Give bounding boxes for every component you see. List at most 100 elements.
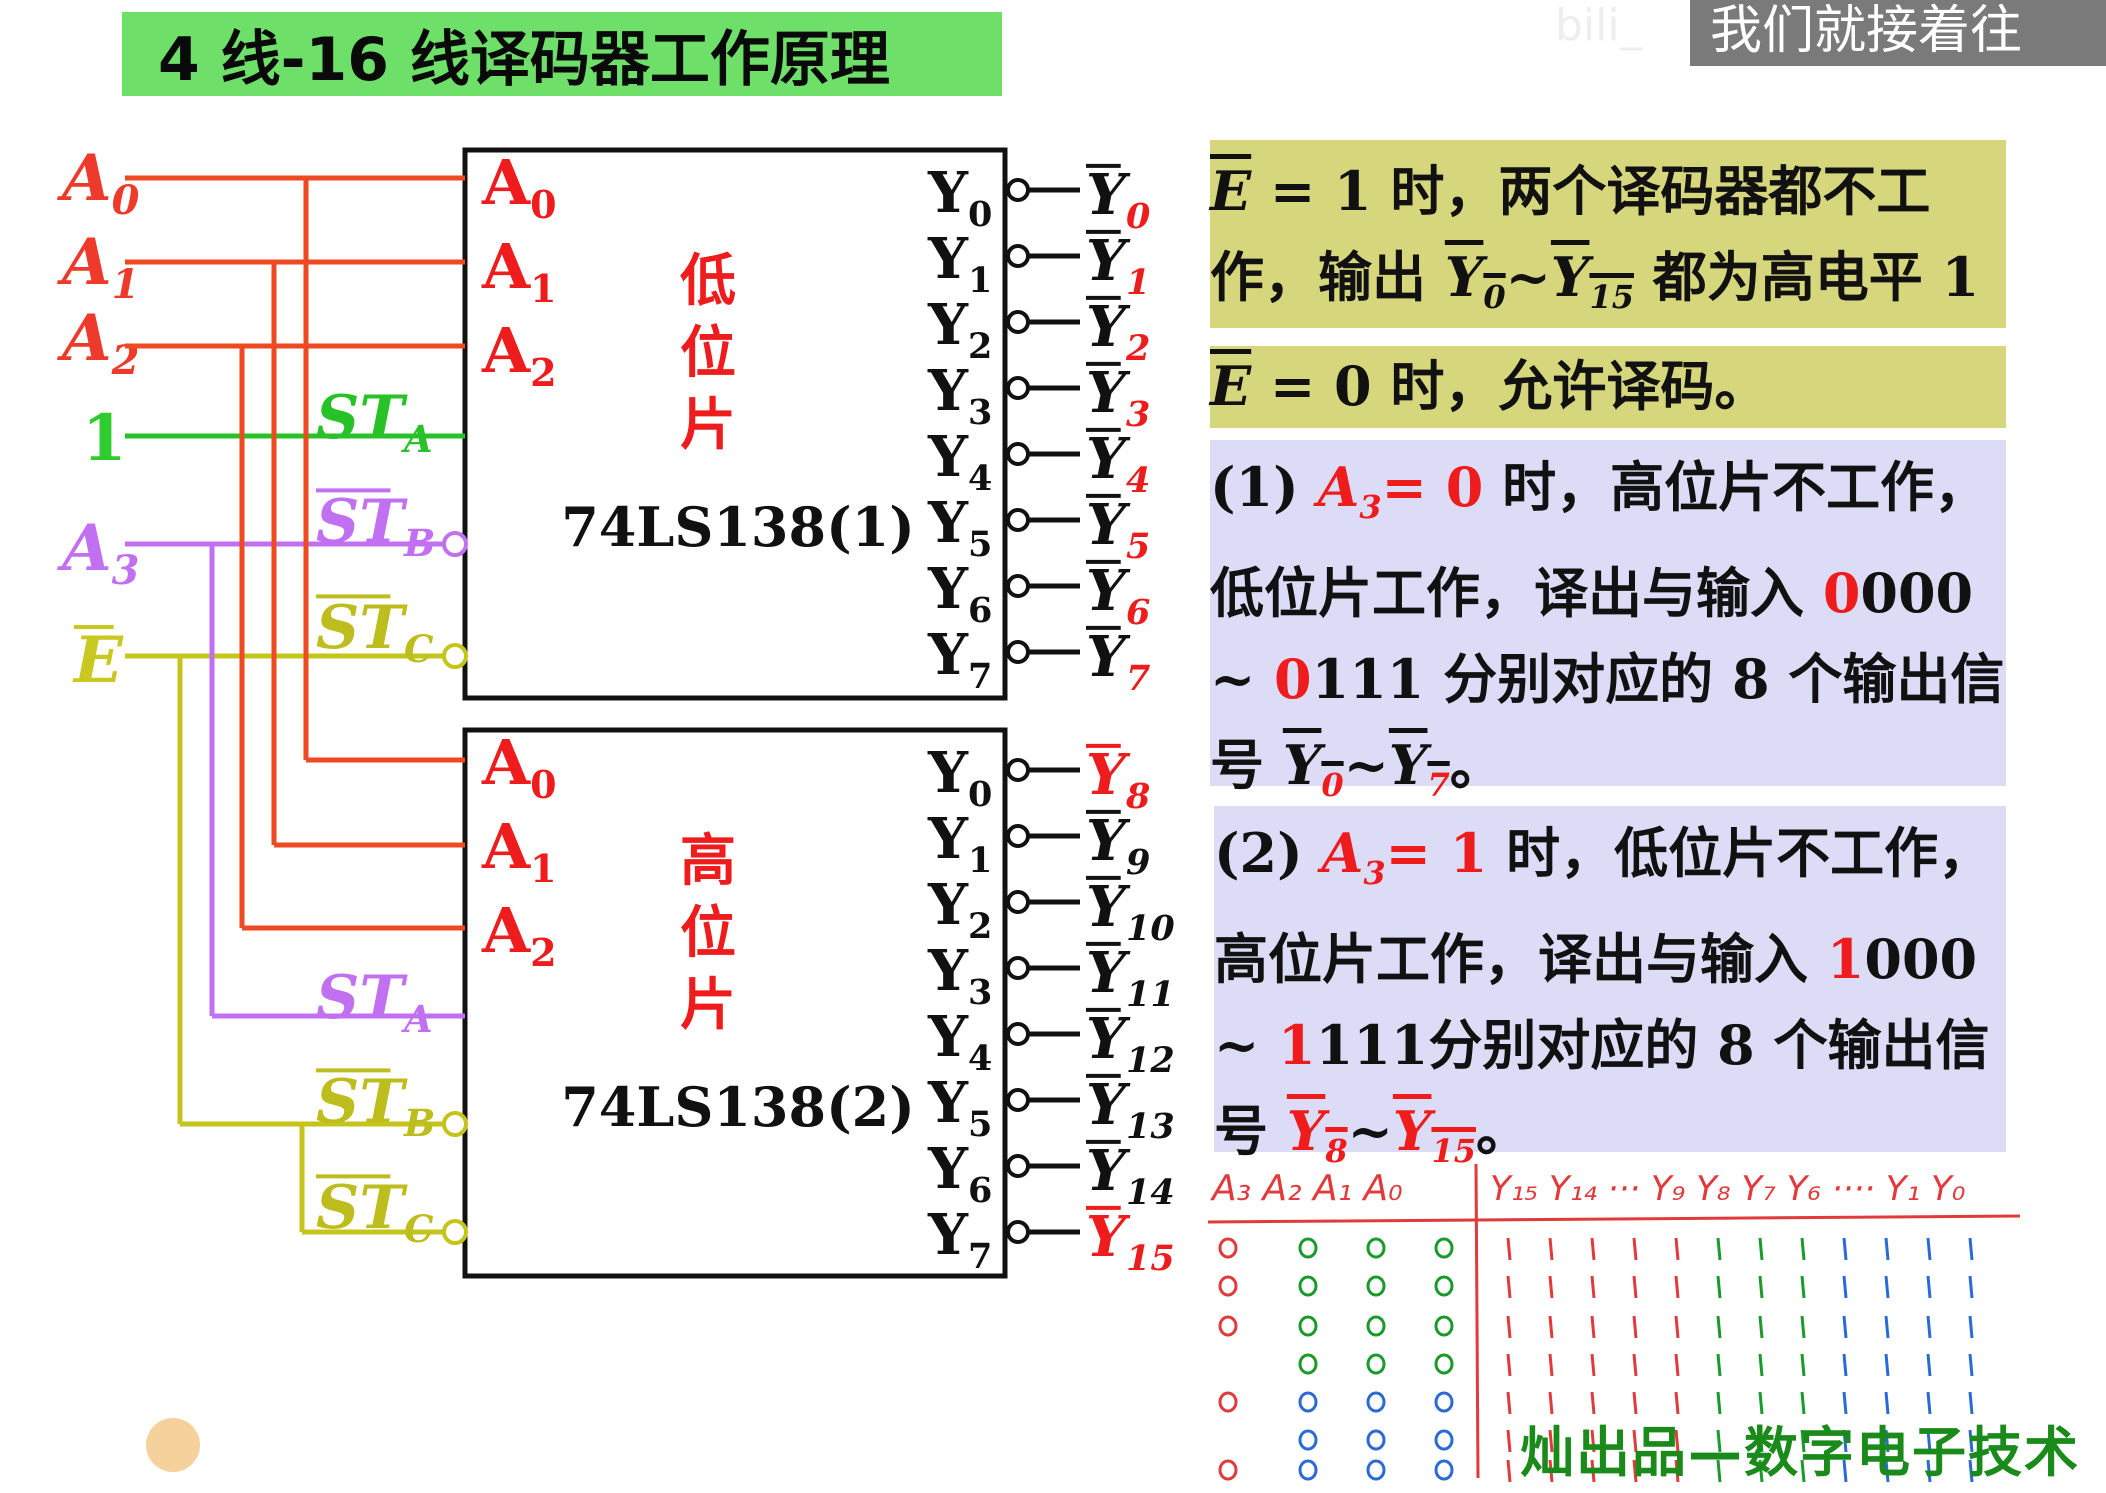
hw-tick-1-0 — [1506, 1275, 1512, 1299]
hw-tick-0-5 — [1716, 1237, 1722, 1261]
hw-tick-0-4 — [1674, 1237, 1680, 1261]
chip2-input-0-sub: 0 — [530, 762, 556, 807]
chip1-enable-2-sub: C — [404, 627, 434, 671]
chip1-enable-0-main: ST — [316, 383, 408, 453]
hw-tick-6-2 — [1590, 1459, 1596, 1483]
chip1-output-0: Y0 — [927, 160, 992, 235]
hw-tick-4-6 — [1758, 1391, 1764, 1415]
hw-tick-1-2 — [1590, 1275, 1596, 1299]
hw-tick-2-0 — [1506, 1315, 1512, 1339]
hw-tick-2-6 — [1758, 1315, 1764, 1339]
hw-mark-5-2 — [1366, 1429, 1386, 1451]
chip2-ext-output-2-main: Y — [1086, 874, 1131, 940]
input-label-1: A1 — [57, 225, 140, 308]
hw-tick-3-1 — [1548, 1353, 1554, 1377]
hw-tick-3-10 — [1926, 1353, 1932, 1377]
hw-mark-1-2 — [1366, 1275, 1386, 1297]
hw-tick-4-8 — [1842, 1391, 1848, 1415]
chip1-out-bubble-1 — [1006, 244, 1030, 268]
input-label-4-sub: 3 — [112, 547, 140, 594]
chip2-ext-output-1-sub: 9 — [1126, 842, 1150, 883]
chip1-output-3-main: Y — [927, 358, 969, 424]
chip2-input-0-main: A — [481, 726, 531, 799]
hw-tick-5-3 — [1632, 1429, 1638, 1453]
input-label-1-main: A — [57, 225, 112, 300]
hw-tick-3-5 — [1716, 1353, 1722, 1377]
chip1-role-char-0: 低 — [680, 249, 736, 314]
chip2-out-bubble-6 — [1006, 1154, 1030, 1178]
chip2-ext-output-0: Y8 — [1086, 742, 1150, 817]
hw-tick-5-0 — [1506, 1429, 1512, 1453]
chip2-enable-1-main: ST — [316, 1067, 408, 1137]
chip1-ext-output-3-sub: 3 — [1126, 394, 1150, 435]
chip1-ext-output-7-sub: 7 — [1126, 658, 1150, 699]
hw-tick-5-7 — [1800, 1429, 1806, 1453]
chip2-output-1: Y1 — [927, 806, 992, 881]
chip2-ext-output-2: Y10 — [1086, 874, 1175, 949]
input-label-0: A0 — [57, 141, 140, 224]
chip1-out-bubble-4 — [1006, 442, 1030, 466]
chip-2-box — [462, 727, 1008, 1279]
chip2-ext-output-7-sub: 15 — [1126, 1238, 1175, 1279]
chip2-input-1: A1 — [481, 810, 557, 891]
chip2-output-4-sub: 4 — [968, 1038, 992, 1079]
bubble-chip2-stc — [442, 1219, 468, 1245]
chip2-output-0-sub: 0 — [968, 774, 992, 815]
chip1-ext-output-6-sub: 6 — [1126, 592, 1150, 633]
hw-tick-3-6 — [1758, 1353, 1764, 1377]
chip2-output-6: Y6 — [927, 1136, 992, 1211]
chip2-ext-output-4-sub: 12 — [1126, 1040, 1175, 1081]
chip-1-box — [462, 147, 1008, 701]
hw-tick-5-11 — [1968, 1429, 1974, 1453]
panel-case-1: (1) A3= 0 时，高位片不工作， 低位片工作，译出与输入 0000 ~ 0… — [1210, 440, 2006, 804]
chip1-ext-output-3-main: Y — [1086, 360, 1131, 426]
chip1-ext-output-3: Y3 — [1086, 360, 1150, 435]
hw-tick-1-11 — [1968, 1275, 1974, 1299]
input-label-4: A3 — [57, 511, 140, 594]
chip1-ext-output-2: Y2 — [1086, 294, 1150, 369]
chip1-output-0-main: Y — [927, 160, 969, 226]
chip1-ext-output-4-sub: 4 — [1126, 460, 1150, 501]
chip1-output-7-main: Y — [927, 622, 969, 688]
chip2-ext-output-7: Y15 — [1086, 1204, 1175, 1279]
chip1-out-bubble-3 — [1006, 376, 1030, 400]
chip2-ext-output-5: Y13 — [1086, 1072, 1175, 1147]
hw-tick-5-1 — [1548, 1429, 1554, 1453]
hw-mark-4-1 — [1298, 1391, 1318, 1413]
chip1-ext-output-5: Y5 — [1086, 492, 1150, 567]
hw-mark-3-2 — [1366, 1353, 1386, 1375]
hw-mark-6-2 — [1366, 1459, 1386, 1481]
hw-tick-1-7 — [1800, 1275, 1806, 1299]
chip1-output-1-main: Y — [927, 226, 969, 292]
watermark-text: 灿出品—数字电子技术 — [1520, 1421, 2080, 1484]
hw-mark-2-3 — [1434, 1315, 1454, 1337]
hw-tick-4-4 — [1674, 1391, 1680, 1415]
hw-tick-5-8 — [1842, 1429, 1848, 1453]
chip1-name: 74LS138(1) — [561, 495, 915, 559]
chip1-out-bubble-5 — [1006, 508, 1030, 532]
hw-tick-0-7 — [1800, 1237, 1806, 1261]
input-label-0-sub: 0 — [112, 177, 140, 224]
hw-tick-4-1 — [1548, 1391, 1554, 1415]
circuit-diagram: A0A1A21A3EA0A1A2STASTBSTC低位片74LS138(1)Y0… — [57, 141, 1175, 1279]
chip2-output-0-main: Y — [927, 740, 969, 806]
bubble-chip1-stb — [442, 531, 468, 557]
chip2-ext-output-6-sub: 14 — [1126, 1172, 1175, 1213]
hw-tick-5-4 — [1674, 1429, 1680, 1453]
hw-tick-6-5 — [1716, 1459, 1722, 1483]
chip1-ext-output-6-main: Y — [1086, 558, 1131, 624]
hw-tick-4-2 — [1590, 1391, 1596, 1415]
hw-tick-1-1 — [1548, 1275, 1554, 1299]
hw-tick-1-5 — [1716, 1275, 1722, 1299]
chip2-input-1-sub: 1 — [530, 846, 556, 891]
chip2-output-5: Y5 — [927, 1070, 992, 1145]
panel-e-high: E = 1 时，两个译码器都不工 作，输出 Y0~Y15 都为高电平 1 — [1210, 140, 2006, 328]
chip2-output-2-main: Y — [927, 872, 969, 938]
hw-tick-2-3 — [1632, 1315, 1638, 1339]
hw-tick-6-6 — [1758, 1459, 1764, 1483]
hw-tick-3-2 — [1590, 1353, 1596, 1377]
chip2-output-6-sub: 6 — [968, 1170, 992, 1211]
hw-mark-6-1 — [1298, 1459, 1318, 1481]
chip2-enable-2: STC — [316, 1173, 434, 1251]
hw-tick-3-9 — [1884, 1353, 1890, 1377]
